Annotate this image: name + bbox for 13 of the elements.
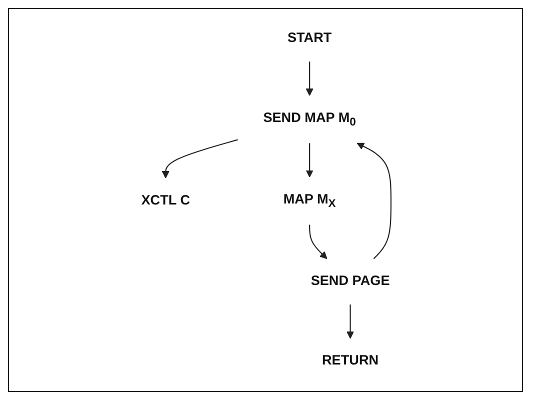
- node-text: XCTL C: [141, 193, 190, 208]
- arrow: [162, 139, 238, 178]
- node-text: SEND PAGE: [310, 274, 390, 288]
- arrow: [309, 224, 328, 260]
- node-text: START: [287, 31, 332, 46]
- frame: START SEND MAP M$_{0}$ XCTL C MAP M$_{X}$ SEND PAGE RETURN: [8, 8, 523, 392]
- node-text: MAP M$_{X}$: [283, 192, 336, 210]
- node-text: RETURN: [322, 354, 379, 368]
- arrow: [346, 304, 354, 339]
- arrow: [306, 143, 314, 178]
- arrow: [356, 142, 392, 260]
- arrow: [306, 62, 314, 96]
- node-text: SEND MAP M$_{0}$: [263, 110, 356, 128]
